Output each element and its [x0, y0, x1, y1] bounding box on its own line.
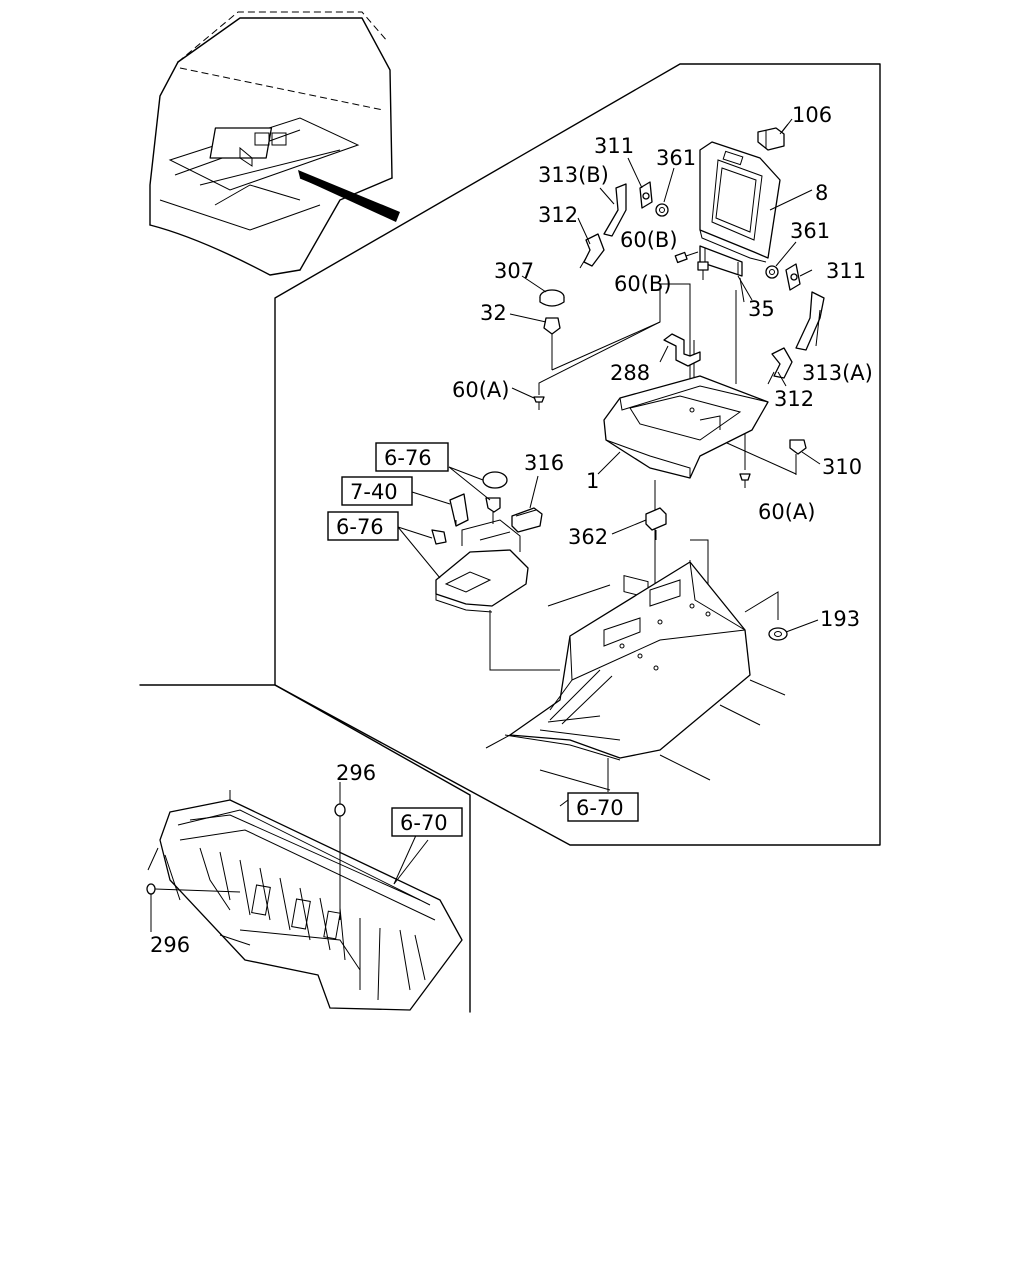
right-mount-parts: [765, 263, 825, 385]
label-361-top: 361: [656, 146, 696, 170]
label-312-top: 312: [538, 203, 578, 227]
part-362: [645, 507, 667, 540]
part-288-bracket: [663, 333, 701, 367]
part-35-bracket: [699, 245, 753, 301]
label-1: 1: [586, 469, 599, 493]
label-361-right: 361: [790, 219, 830, 243]
label-35: 35: [748, 297, 775, 321]
svg-text:7-40: 7-40: [350, 480, 398, 504]
label-106: 106: [792, 103, 832, 127]
cab-overview-drawing: [149, 11, 400, 276]
ref-6-70-inset: 6-70: [391, 807, 463, 837]
label-311-top: 311: [594, 134, 634, 158]
inset-frame-border: [139, 684, 471, 1013]
ref-7-40: 7-40: [341, 476, 413, 506]
label-288: 288: [610, 361, 650, 385]
parts-310-60a: [739, 439, 807, 488]
ref-6-70-main: 6-70: [567, 792, 639, 822]
part-106-clip: [757, 123, 789, 151]
ref-6-76-upper: 6-76: [375, 442, 449, 472]
label-312-right: 312: [774, 387, 814, 411]
main-frame-border: [274, 63, 881, 846]
ref-boxes: 6-76 7-40 6-76 6-70 6-70: [327, 442, 639, 837]
shift-subassembly: [431, 471, 543, 613]
label-311-right: 311: [826, 259, 866, 283]
label-362: 362: [568, 525, 608, 549]
part-8-bezel: [699, 141, 781, 263]
svg-text:6-70: 6-70: [400, 811, 448, 835]
label-8: 8: [815, 181, 828, 205]
svg-text:6-70: 6-70: [576, 796, 624, 820]
label-60a-left: 60(A): [452, 378, 509, 402]
svg-text:6-76: 6-76: [336, 515, 384, 539]
label-296-left: 296: [150, 933, 190, 957]
svg-text:6-76: 6-76: [384, 446, 432, 470]
label-32: 32: [480, 301, 507, 325]
part-labels: 106 311 361 313(B) 8 312 60(B) 361 307 6…: [150, 103, 873, 957]
part-193-nut: [768, 627, 788, 641]
label-296-top: 296: [336, 761, 376, 785]
label-310: 310: [822, 455, 862, 479]
label-193: 193: [820, 607, 860, 631]
label-60b-1: 60(B): [620, 228, 678, 252]
left-fasteners: [533, 289, 565, 410]
label-60a-right: 60(A): [758, 500, 815, 524]
left-mount-parts: [579, 181, 669, 269]
ref-6-76-lower: 6-76: [327, 511, 399, 541]
part-1-console: [603, 375, 769, 614]
label-313b: 313(B): [538, 163, 609, 187]
screws-60b: [674, 251, 709, 280]
label-60b-2: 60(B): [614, 272, 672, 296]
label-307: 307: [494, 259, 534, 283]
lower-console-6-70: [485, 561, 786, 792]
inset-dashboard-drawing: [146, 782, 463, 1011]
label-313a: 313(A): [802, 361, 873, 385]
label-316: 316: [524, 451, 564, 475]
